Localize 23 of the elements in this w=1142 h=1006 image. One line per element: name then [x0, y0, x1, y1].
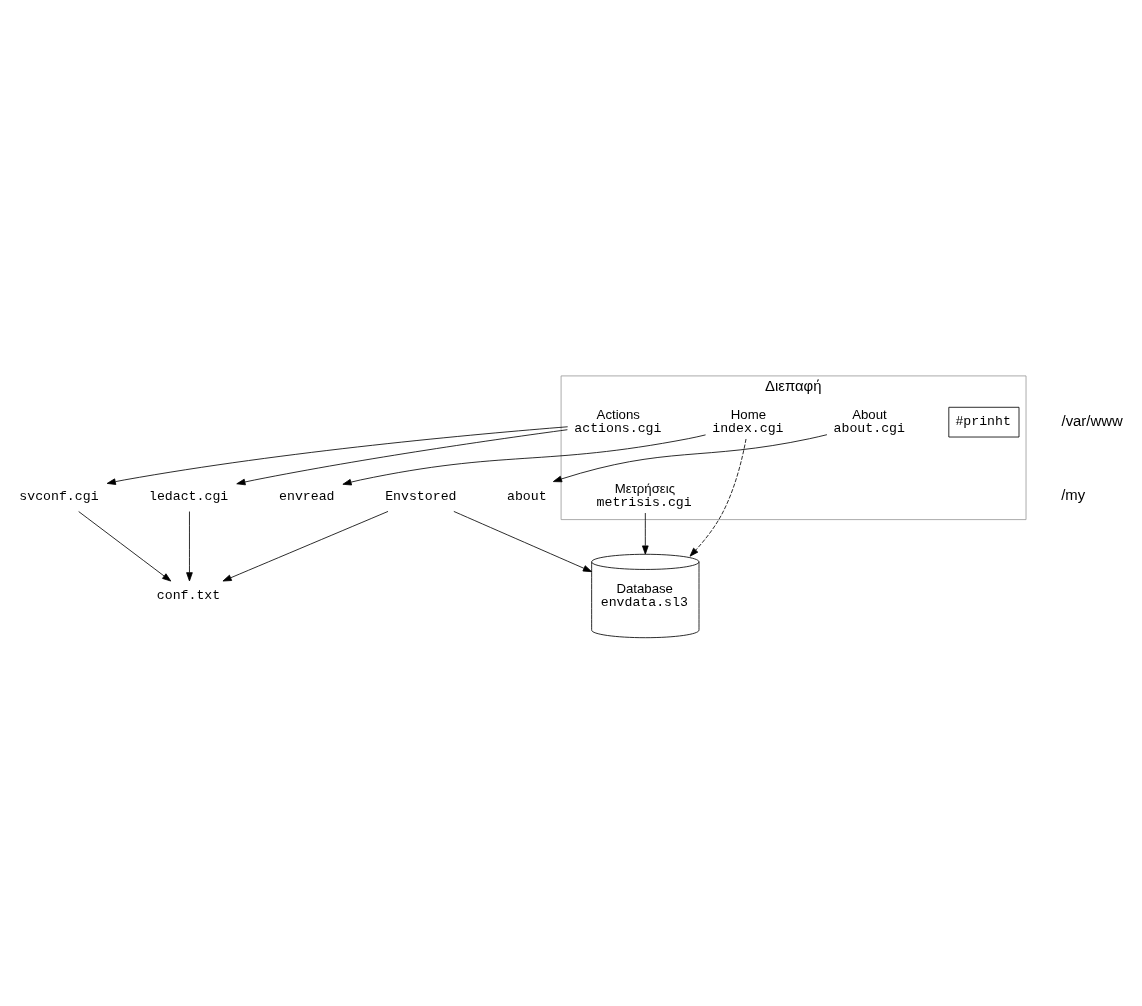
arrow — [689, 438, 747, 557]
node-box: #prinht — [948, 406, 1020, 437]
node-text: Envstored — [385, 488, 457, 504]
arrow — [453, 510, 593, 572]
node-text: envread — [279, 488, 335, 504]
arrow — [236, 428, 568, 485]
arrow — [642, 512, 649, 555]
arrow — [552, 433, 828, 482]
arrow — [78, 510, 172, 581]
node-text: About about.cgi — [833, 406, 905, 436]
node-text: svconf.cgi — [19, 488, 99, 504]
node-text: about — [507, 488, 547, 504]
arrow — [342, 433, 706, 485]
arrow — [106, 425, 569, 485]
node-text: Actions actions.cgi — [574, 406, 662, 436]
label: /my — [1061, 486, 1086, 503]
node-text: conf.txt — [156, 587, 221, 603]
node-text: Μετρήσεις metrisis.cgi — [596, 480, 692, 510]
arrow — [222, 510, 389, 581]
arrow — [186, 510, 193, 581]
label: /var/www — [1061, 412, 1123, 429]
node-text: ledact.cgi — [149, 488, 229, 504]
node-text: Home index.cgi — [712, 406, 784, 436]
